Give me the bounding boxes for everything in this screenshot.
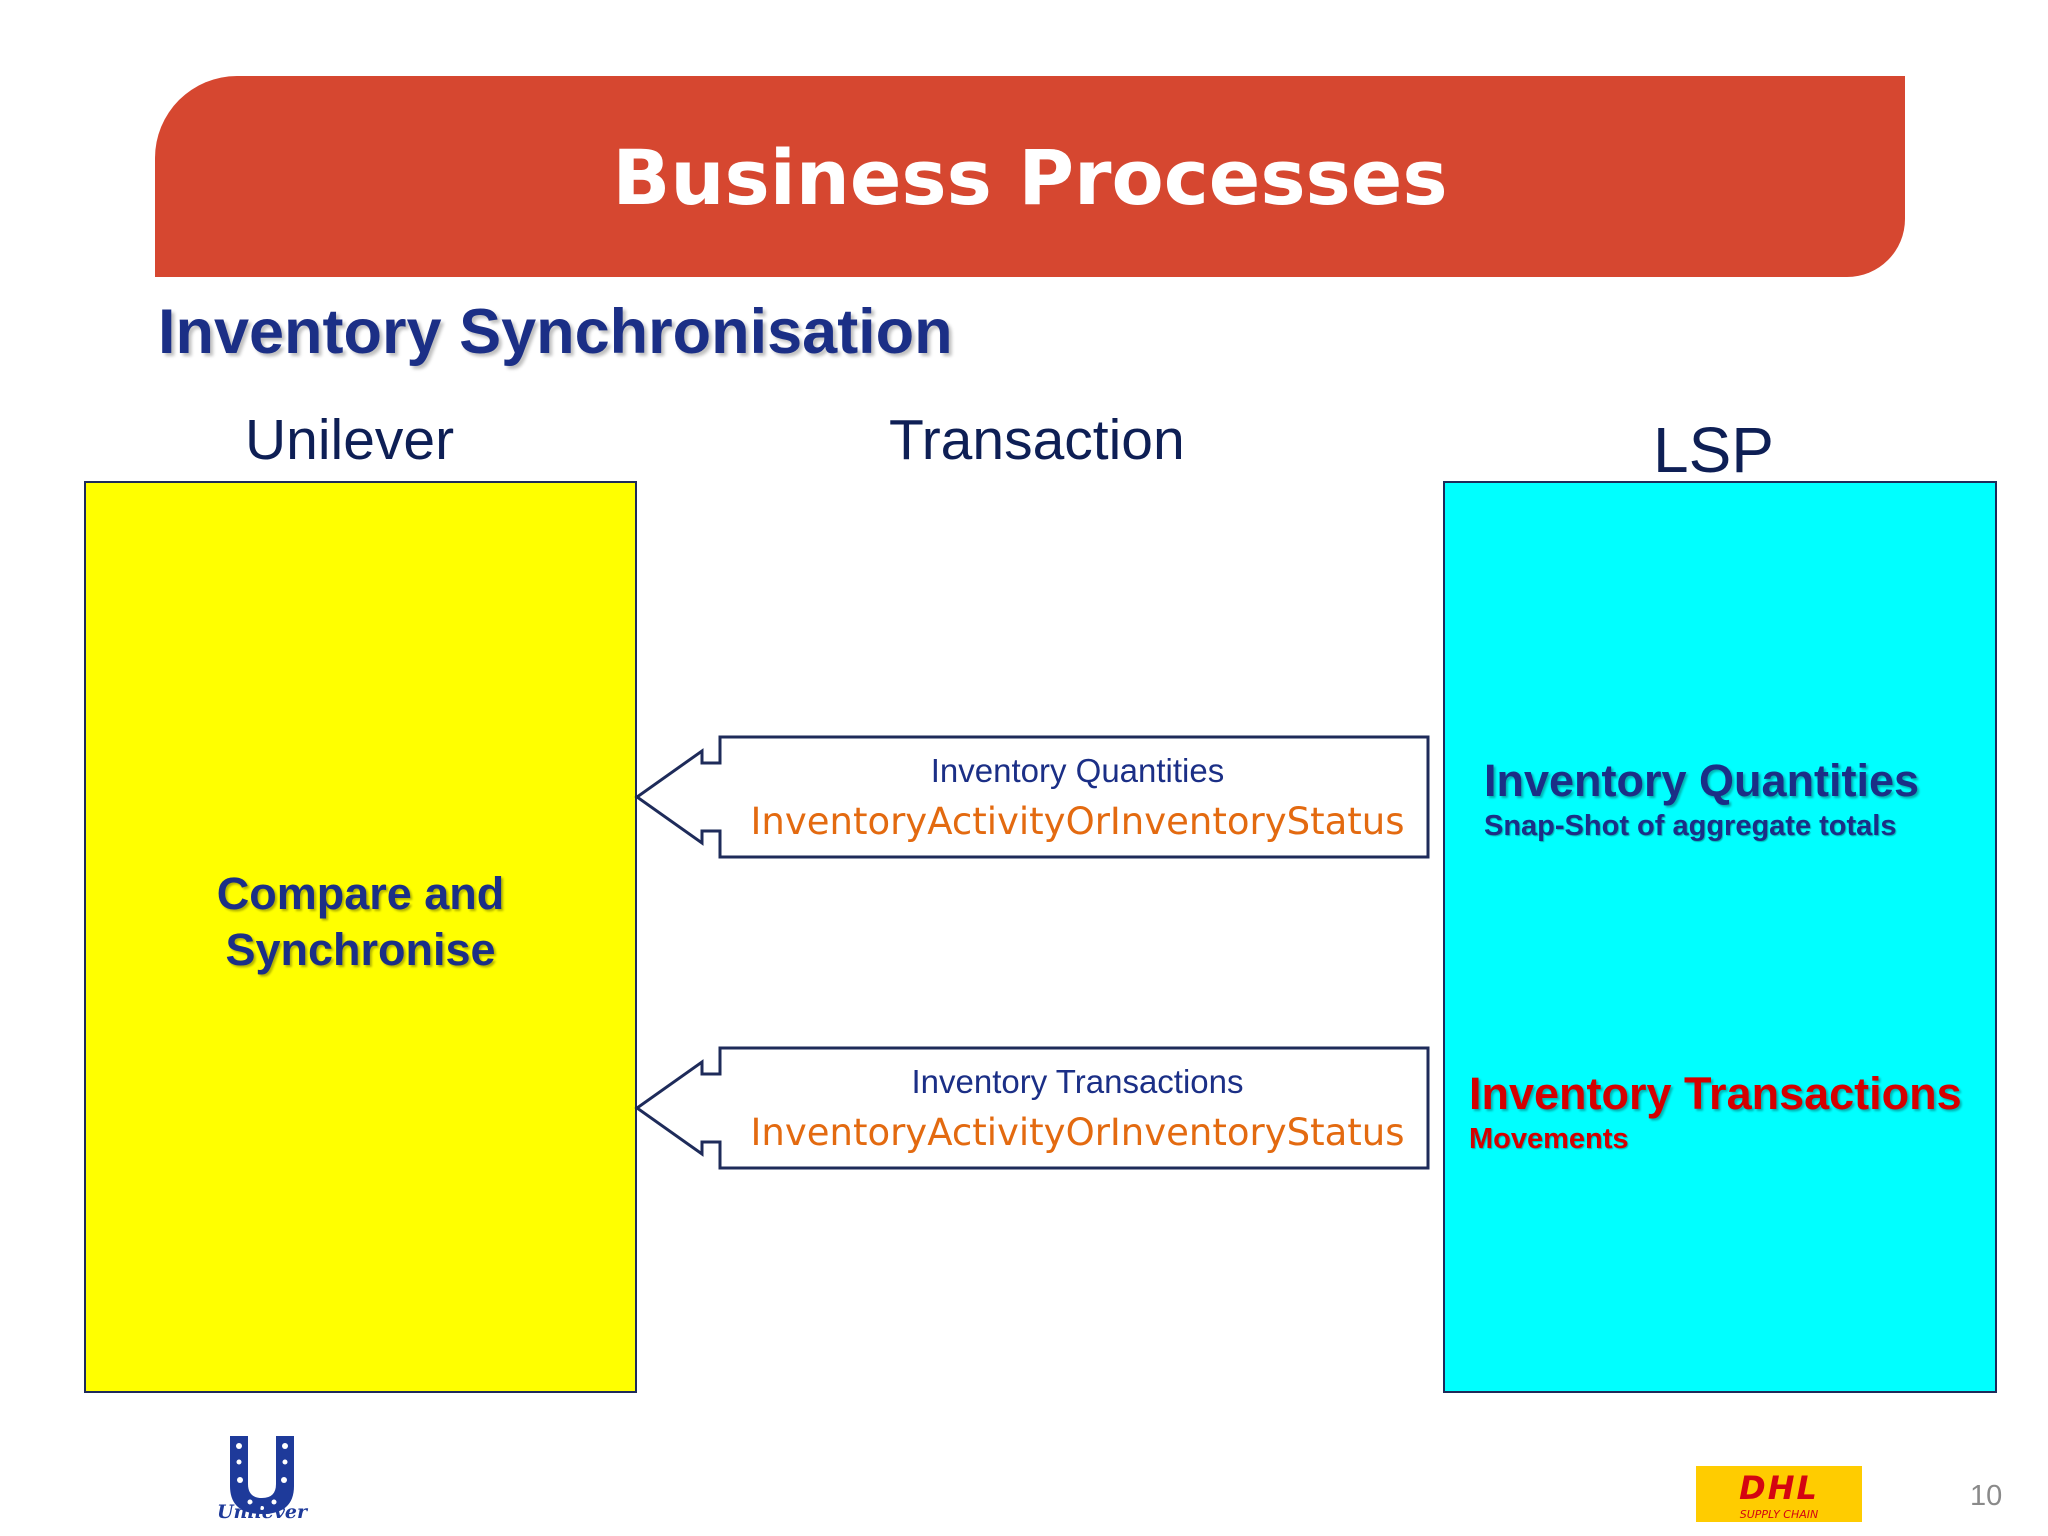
dhl-logo-wordmark: DHL xyxy=(1739,1469,1819,1507)
column-header-unilever: Unilever xyxy=(245,408,455,472)
lsp-inventory-quantities-detail: Snap-Shot of aggregate totals xyxy=(1484,810,1897,842)
message-label: Inventory Transactions xyxy=(911,1063,1244,1100)
message-code: InventoryActivityOrInventoryStatus xyxy=(750,1111,1405,1154)
lsp-inventory-transactions-detail: Movements xyxy=(1469,1123,1629,1155)
unilever-process-box xyxy=(84,481,637,1393)
dhl-logo-subtext: SUPPLY CHAIN xyxy=(1739,1508,1819,1521)
message-code: InventoryActivityOrInventoryStatus xyxy=(750,800,1405,843)
dhl-logo-background xyxy=(1696,1466,1862,1522)
lsp-process-box xyxy=(1443,481,1997,1393)
left-arrow-callout-shape xyxy=(634,1046,1430,1170)
unilever-logo-wordmark: Unilever xyxy=(216,1501,308,1523)
message-callout-quantities: Inventory Quantities InventoryActivityOr… xyxy=(630,735,1430,865)
unilever-logo-icon xyxy=(230,1436,294,1514)
slide-title: Business Processes xyxy=(612,133,1448,222)
column-header-lsp: LSP xyxy=(1653,414,1774,486)
section-title: Inventory Synchronisation xyxy=(158,297,953,367)
title-banner xyxy=(155,76,1905,277)
compare-label-line1: Compare and xyxy=(216,868,505,919)
lsp-inventory-quantities-heading: Inventory Quantities xyxy=(1484,755,1920,806)
compare-synchronise-label: Compare and Synchronise xyxy=(84,866,637,978)
lsp-inventory-transactions-heading: Inventory Transactions xyxy=(1469,1068,1962,1119)
column-header-transaction: Transaction xyxy=(889,408,1185,472)
left-arrow-callout-shape xyxy=(634,735,1430,859)
compare-label-line2: Synchronise xyxy=(225,924,496,975)
message-label: Inventory Quantities xyxy=(930,752,1225,789)
message-callout-transactions: Inventory Transactions InventoryActivity… xyxy=(630,1046,1430,1176)
page-number: 10 xyxy=(1970,1480,2003,1512)
